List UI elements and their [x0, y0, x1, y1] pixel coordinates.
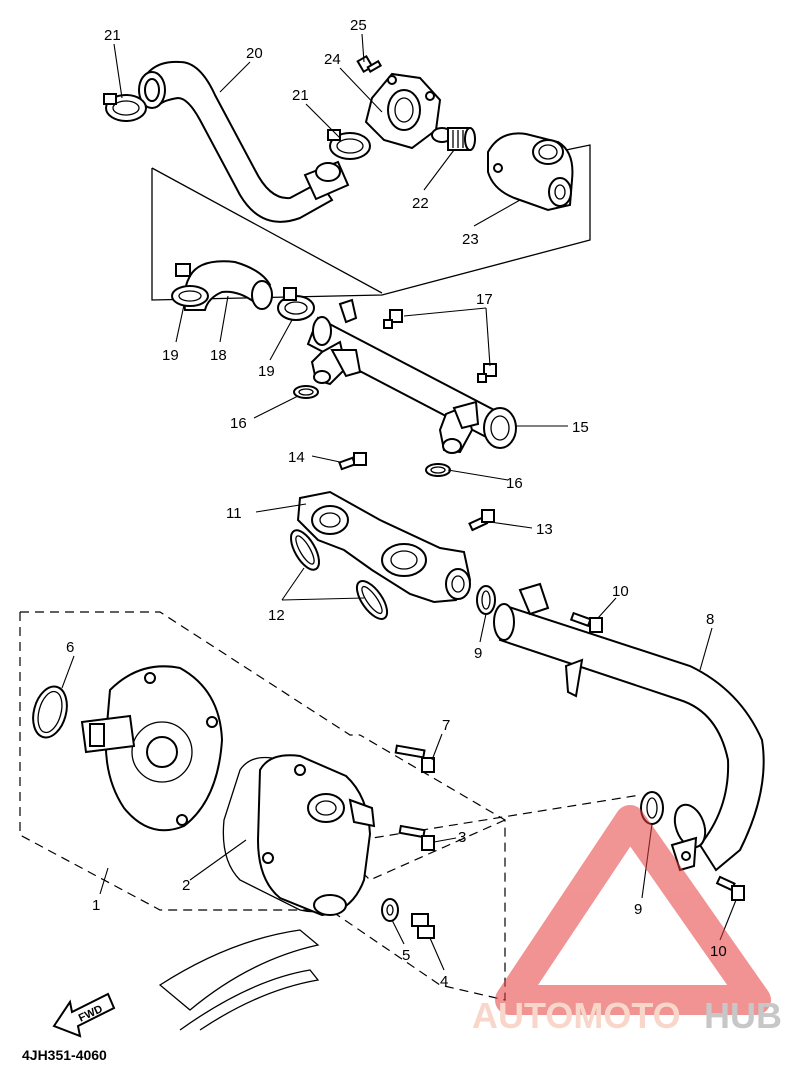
o-ring-6[interactable] — [28, 683, 72, 742]
bolt-3[interactable] — [398, 824, 435, 851]
callout-18: 18 — [210, 347, 227, 364]
watermark-text-hub: HUB — [704, 995, 782, 1036]
fwd-arrow-icon: FWD — [52, 992, 116, 1038]
callout-4: 4 — [440, 973, 448, 990]
bolt-7[interactable] — [394, 744, 435, 773]
callout-9-upper: 9 — [474, 645, 482, 662]
thermostat-housing-23[interactable] — [487, 132, 574, 212]
bolt-4[interactable] — [411, 913, 435, 939]
callout-25: 25 — [350, 17, 367, 34]
hose-clamp-21-left[interactable] — [103, 93, 147, 122]
callout-23: 23 — [462, 231, 479, 248]
gasket-12-upper[interactable] — [285, 526, 324, 574]
callout-12: 12 — [268, 607, 285, 624]
callout-19-left: 19 — [162, 347, 179, 364]
hose-clamp-19-left[interactable] — [171, 263, 209, 307]
thermostat-cover-24[interactable] — [364, 72, 442, 150]
water-outlet-11[interactable] — [296, 490, 472, 604]
automotohub-watermark: AUTOMOTO HUB — [472, 805, 782, 1036]
fwd-label: FWD — [77, 1003, 105, 1024]
callout-21-left: 21 — [104, 27, 121, 44]
callout-numbers: 21 20 25 24 21 22 23 17 19 18 19 15 16 1… — [66, 17, 727, 990]
water-pump-impeller[interactable] — [80, 665, 224, 832]
callout-17: 17 — [476, 291, 493, 308]
hose-20[interactable] — [138, 60, 350, 223]
hose-clamp-21-right[interactable] — [327, 129, 371, 160]
bolt-25[interactable] — [356, 54, 383, 74]
callout-10-lower: 10 — [710, 943, 727, 960]
callout-8: 8 — [706, 611, 714, 628]
upper-group-frame — [151, 144, 591, 301]
bolt-14[interactable] — [338, 452, 367, 471]
hose-clamp-19-right[interactable] — [277, 287, 315, 321]
o-ring-9-upper[interactable] — [476, 585, 496, 615]
bolt-13[interactable] — [468, 509, 495, 532]
bolt-17-upper[interactable] — [383, 309, 403, 329]
callout-24: 24 — [324, 51, 341, 68]
o-ring-16-lower[interactable] — [425, 463, 451, 477]
callout-9-lower: 9 — [634, 901, 642, 918]
callout-3: 3 — [458, 829, 466, 846]
diagram-code: 4JH351-4060 — [22, 1047, 107, 1063]
callout-13: 13 — [536, 521, 553, 538]
callout-15: 15 — [572, 419, 589, 436]
callout-5: 5 — [402, 947, 410, 964]
callout-1: 1 — [92, 897, 100, 914]
bolt-10-lower[interactable] — [715, 875, 745, 901]
washer-5[interactable] — [381, 898, 399, 922]
callout-11: 11 — [226, 505, 242, 522]
water-pipe-15[interactable] — [306, 298, 517, 454]
callout-7: 7 — [442, 717, 450, 734]
callout-16-lower: 16 — [506, 475, 523, 492]
callout-10-upper: 10 — [612, 583, 629, 600]
gasket-12-lower[interactable] — [351, 576, 393, 624]
bolt-10-upper[interactable] — [569, 611, 603, 633]
lower-hose-outline — [158, 929, 320, 1031]
callout-20: 20 — [246, 45, 263, 62]
callout-14: 14 — [288, 449, 305, 466]
callout-16-upper: 16 — [230, 415, 247, 432]
bolt-17-lower[interactable] — [477, 363, 497, 383]
o-ring-16-upper[interactable] — [293, 385, 319, 399]
watermark-text-auto: AUTOMOTO — [472, 995, 681, 1036]
callout-21-right: 21 — [292, 87, 309, 104]
watermark-triangle-icon — [495, 805, 771, 1015]
callout-6: 6 — [66, 639, 74, 656]
thermostat-22[interactable] — [431, 127, 476, 151]
callout-2: 2 — [182, 877, 190, 894]
water-pump-housing-2[interactable] — [222, 754, 376, 917]
callout-22: 22 — [412, 195, 429, 212]
callout-19-right: 19 — [258, 363, 275, 380]
